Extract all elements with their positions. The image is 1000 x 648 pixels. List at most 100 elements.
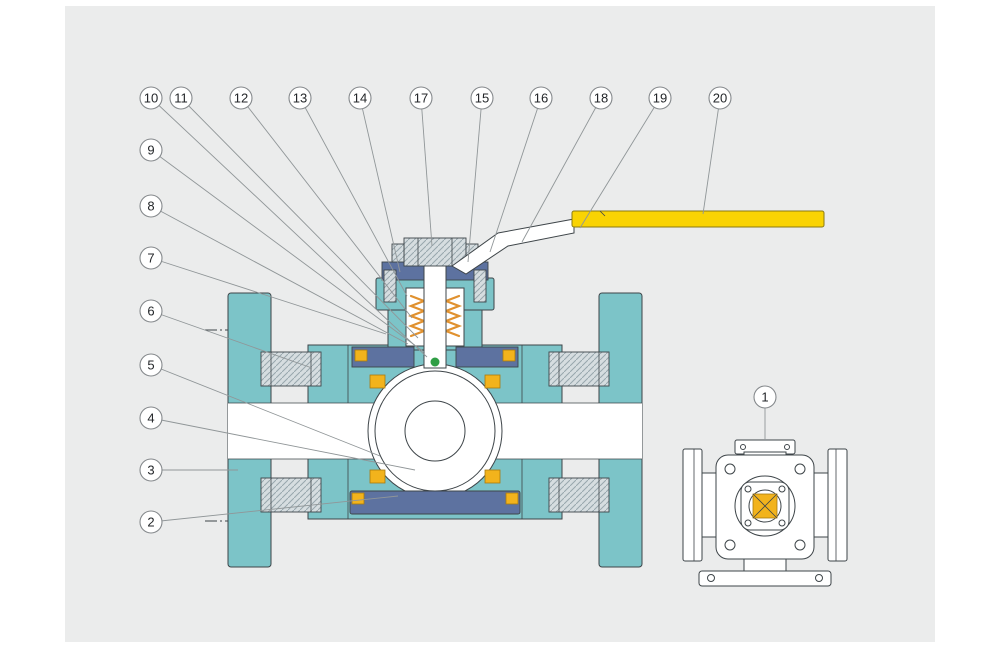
callout-circle: [470, 86, 494, 110]
leader-line-6: [150, 310, 313, 369]
callout-circle: [229, 86, 253, 110]
plate-screw: [744, 485, 752, 493]
callout-number: 14: [353, 91, 367, 106]
leader-line-17: [420, 97, 433, 247]
callout-13: 13: [288, 86, 312, 110]
ball-bore: [404, 400, 466, 462]
callout-circle: [708, 86, 732, 110]
callout-circle: [648, 86, 672, 110]
bolt-hole: [794, 463, 806, 475]
callout-17: 17: [409, 86, 433, 110]
leader-line-18: [521, 97, 602, 243]
callout-11: 11: [169, 86, 193, 110]
bolt-nut-lines: [270, 352, 600, 512]
end-right-flange: [827, 448, 848, 562]
callout-number: 1: [761, 390, 768, 405]
callout-7: 7: [139, 246, 163, 270]
callout-8: 8: [139, 194, 163, 218]
plate-screw: [744, 519, 752, 527]
callout-number: 10: [144, 91, 158, 106]
valve-cross-section: [205, 210, 825, 568]
callout-circle: [409, 86, 433, 110]
leader-line-13: [299, 97, 408, 297]
leader-line-20: [702, 97, 721, 215]
callout-circle: [139, 246, 163, 270]
callout-number: 11: [174, 91, 188, 106]
seat-ring: [484, 374, 501, 389]
callout-number: 7: [147, 251, 154, 266]
callout-number: 13: [293, 91, 307, 106]
bolt-hole: [784, 444, 790, 450]
callout-circle: [139, 510, 163, 534]
callout-number: 2: [147, 515, 154, 530]
callout-18: 18: [589, 86, 613, 110]
callout-circle: [139, 353, 163, 377]
stem-nut: [403, 237, 467, 267]
stud-bolt: [548, 477, 610, 513]
valve-end-view: [682, 439, 848, 587]
callout-1: 1: [753, 385, 777, 409]
leader-line-16: [489, 97, 542, 253]
end-bottom-hub: [743, 558, 787, 573]
stem-square-diagonals: [752, 493, 778, 519]
end-right-hub: [812, 472, 829, 538]
callout-19: 19: [648, 86, 672, 110]
leader-line-11: [180, 97, 419, 339]
leader-line-9: [150, 149, 425, 353]
seat-ring: [351, 492, 365, 505]
bolt-hole: [794, 539, 806, 551]
leader-lines: [150, 97, 766, 523]
callout-number: 17: [414, 91, 428, 106]
callout-20: 20: [708, 86, 732, 110]
callout-circle: [139, 458, 163, 482]
end-left-hub: [701, 472, 718, 538]
gland-bolt: [383, 269, 397, 303]
bolt-hole: [815, 574, 823, 582]
callout-12: 12: [229, 86, 253, 110]
leader-line-19: [579, 97, 661, 229]
gland-bolt: [473, 269, 487, 303]
callout-14: 14: [348, 86, 372, 110]
callout-4: 4: [139, 406, 163, 430]
callout-number: 5: [147, 358, 154, 373]
callout-circle: [348, 86, 372, 110]
end-left-flange: [682, 448, 703, 562]
leader-line-8: [150, 205, 409, 345]
plate-screw: [778, 519, 786, 527]
bolt-hole: [707, 574, 715, 582]
callout-16: 16: [529, 86, 553, 110]
end-bottom-flange: [698, 570, 832, 587]
leader-line-10: [150, 97, 428, 358]
bolt-hole: [724, 463, 736, 475]
leader-line-2: [150, 495, 399, 523]
callout-circle: [288, 86, 312, 110]
seat-ring: [502, 349, 516, 362]
callout-circle: [139, 406, 163, 430]
bolt-hole: [724, 539, 736, 551]
seat-ring: [484, 469, 501, 484]
stud-bolt: [548, 351, 610, 387]
callout-10: 10: [139, 86, 163, 110]
handle-notch: [599, 210, 606, 217]
stem-pin: [430, 357, 440, 367]
stud-bolt: [260, 351, 322, 387]
callout-number: 20: [713, 91, 727, 106]
handle-lever: [571, 210, 825, 228]
callout-number: 18: [594, 91, 608, 106]
seat-retainer-right: [455, 346, 519, 368]
bolt-hole: [740, 444, 746, 450]
leader-line-7: [150, 257, 387, 335]
callout-circle: [529, 86, 553, 110]
callout-number: 15: [475, 91, 489, 106]
callout-circle: [139, 299, 163, 323]
callout-6: 6: [139, 299, 163, 323]
packing-spring-right: [442, 294, 463, 338]
handle-head: [451, 218, 575, 275]
seat-retainer-left: [351, 346, 415, 368]
bottom-cover: [349, 490, 521, 515]
callout-2: 2: [139, 510, 163, 534]
